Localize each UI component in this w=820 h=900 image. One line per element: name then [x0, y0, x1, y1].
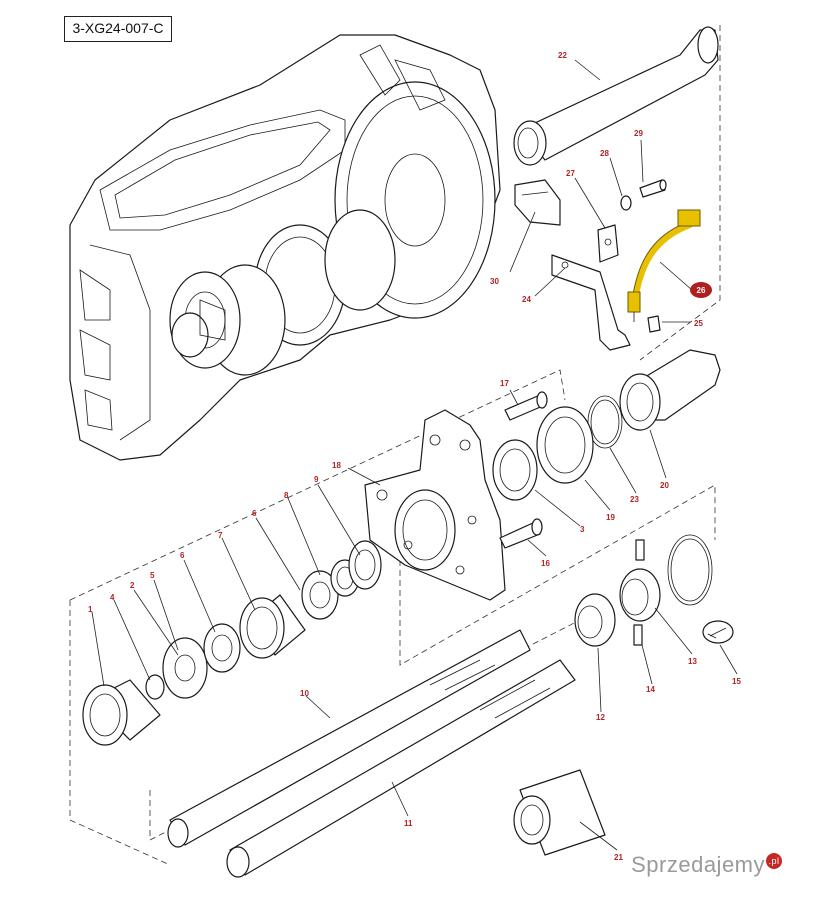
callout-6b: 6: [252, 509, 257, 518]
callout-3: 3: [580, 525, 585, 534]
part-29-bolt: [639, 179, 667, 198]
part-6-bearing-right: [301, 570, 339, 620]
part-15-replacement-symbol: [702, 620, 734, 644]
part-2-washer: [162, 637, 208, 699]
part-25-bolt: [647, 315, 661, 333]
callout-5: 5: [150, 571, 155, 580]
part-22-boot-tube: [513, 26, 719, 166]
part-15-circlip: [667, 534, 713, 606]
part-18-bearing-bracket: [364, 409, 506, 601]
callout-29: 29: [634, 129, 643, 138]
callout-4: 4: [110, 593, 115, 602]
callout-1: 1: [88, 605, 93, 614]
callout-26: 26: [697, 286, 706, 295]
transmission-housing: [69, 34, 501, 461]
part-26-sensor-cable: [627, 209, 701, 322]
callout-8: 8: [284, 491, 289, 500]
part-28-washer: [620, 195, 632, 211]
leader-lines: [91, 59, 738, 851]
callout-16: 16: [541, 559, 550, 568]
part-1-sleeve: [82, 679, 161, 746]
callout-9: 9: [314, 475, 319, 484]
callout-13: 13: [688, 657, 697, 666]
part-19-sleeve: [536, 406, 594, 484]
part-27-bracket: [597, 224, 619, 263]
part-17-bolt: [504, 391, 548, 421]
part-21-socket-tool: [513, 769, 606, 856]
callout-7: 7: [218, 531, 223, 540]
callout-11: 11: [404, 819, 413, 828]
callout-27: 27: [566, 169, 575, 178]
callout-10: 10: [300, 689, 309, 698]
part-20-cylinder-housing: [619, 349, 721, 431]
watermark-logo-icon: .pl: [766, 852, 782, 869]
part-9-seal: [348, 540, 382, 590]
part-13-collar: [619, 568, 661, 622]
reference-code-box: 3-XG24-007-C: [64, 16, 172, 42]
watermark: Sprzedajemy.pl: [631, 852, 782, 878]
callout-21: 21: [614, 853, 623, 862]
callout-17: 17: [500, 379, 509, 388]
part-7-bearing-sleeve: [239, 594, 306, 659]
callout-25: 25: [694, 319, 703, 328]
callout-15: 15: [732, 677, 741, 686]
callout-labels: 1 2 3 4 5 6 6 7 8 9 10 11 12 13 14 15 16…: [88, 51, 741, 862]
callout-12: 12: [596, 713, 605, 722]
callout-30: 30: [490, 277, 499, 286]
callout-14: 14: [646, 685, 655, 694]
callout-19: 19: [606, 513, 615, 522]
part-6-bearing-left: [203, 623, 241, 673]
part-4-nut: [145, 674, 165, 700]
callout-2: 2: [130, 581, 135, 590]
callout-23: 23: [630, 495, 639, 504]
part-12-bearing: [574, 593, 616, 647]
callout-18: 18: [332, 461, 341, 470]
part-10-shaft: [167, 629, 531, 848]
part-11-shaft: [226, 659, 576, 878]
callout-6a: 6: [180, 551, 185, 560]
part-14-set-screw: [633, 539, 645, 646]
callout-22: 22: [558, 51, 567, 60]
part-16-bolt: [499, 518, 543, 549]
callout-24: 24: [522, 295, 531, 304]
callout-28: 28: [600, 149, 609, 158]
callout-20: 20: [660, 481, 669, 490]
part-3-slotted-nut: [492, 439, 538, 501]
callout-26-badge[interactable]: 26: [690, 282, 712, 298]
watermark-text: Sprzedajemy: [631, 852, 765, 877]
part-30-clamp: [514, 179, 561, 226]
